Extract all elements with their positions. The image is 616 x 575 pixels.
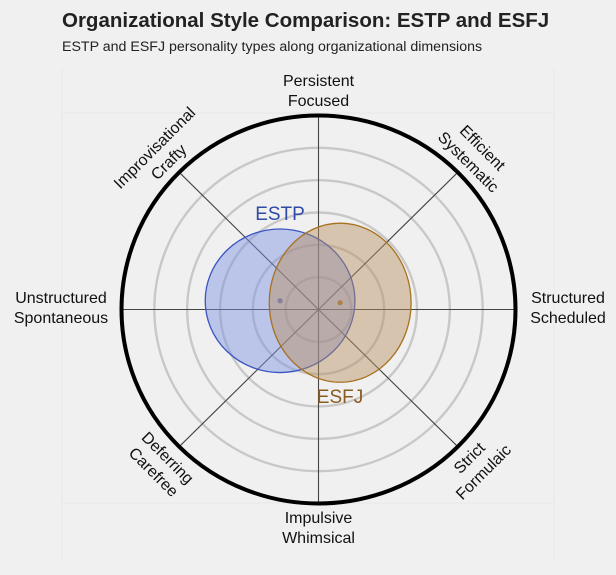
svg-text:Whimsical: Whimsical <box>282 530 355 547</box>
svg-text:Structured: Structured <box>531 290 605 307</box>
series-label-esfj: ESFJ <box>317 387 363 408</box>
outer-circle <box>119 113 518 506</box>
series-center-dot-esfj <box>337 300 343 306</box>
chart-subtitle: ESTP and ESFJ personality types along or… <box>62 39 483 55</box>
series-center-dot-estp <box>277 298 283 304</box>
axis-spokes <box>121 115 516 504</box>
svg-text:Focused: Focused <box>288 93 349 110</box>
series-labels: ESTP ESFJ <box>255 204 363 408</box>
svg-text:Persistent: Persistent <box>283 73 355 90</box>
series-label-estp: ESTP <box>255 204 305 225</box>
axis-spoke <box>318 171 459 310</box>
svg-text:Spontaneous: Spontaneous <box>14 310 108 327</box>
background-grid <box>61 68 555 558</box>
svg-text:Scheduled: Scheduled <box>530 310 606 327</box>
axis-spoke <box>318 309 459 448</box>
series-layer <box>204 222 412 383</box>
axis-spoke <box>178 309 319 448</box>
svg-text:Impulsive: Impulsive <box>285 510 353 527</box>
axis-spoke <box>178 171 319 310</box>
svg-text:Unstructured: Unstructured <box>15 290 107 307</box>
chart-title: Organizational Style Comparison: ESTP an… <box>62 9 550 32</box>
